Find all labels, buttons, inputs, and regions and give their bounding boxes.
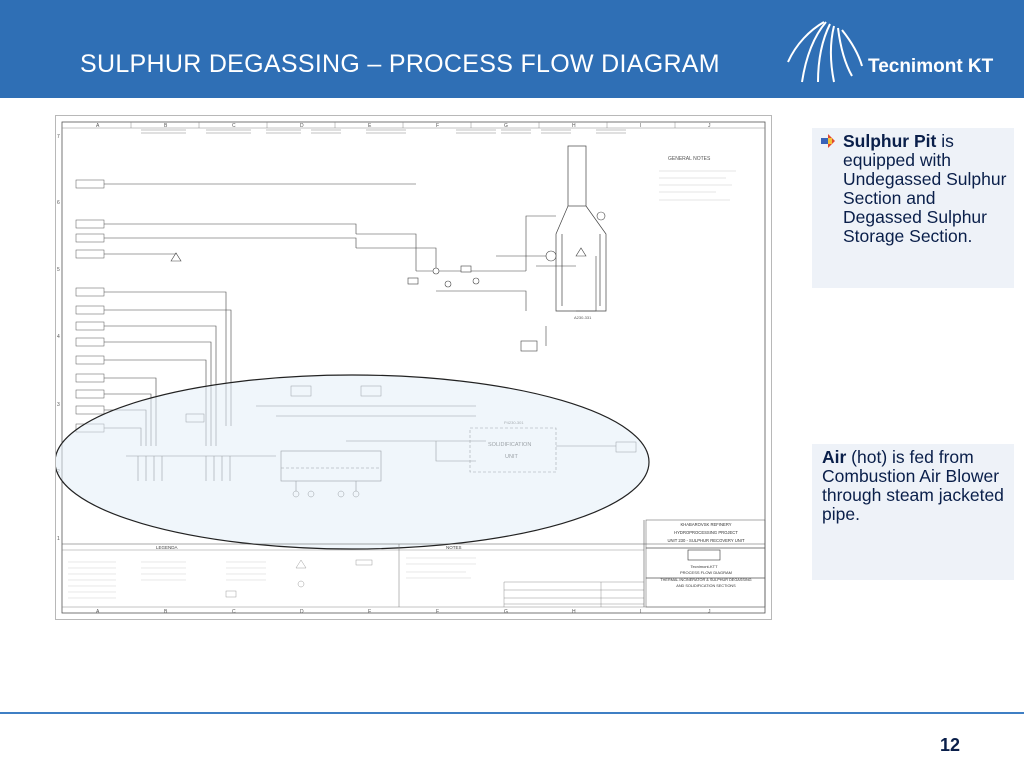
- drawing-title-2: THERMAL INCINERATOR & SULPHUR DEGASSING: [660, 578, 751, 582]
- grid-letter: E: [368, 609, 372, 615]
- title-line-2: HYDROPROCESSING PROJECT: [674, 530, 738, 535]
- legend-title: LEGENDA: [156, 545, 178, 550]
- grid-letter: I: [640, 123, 641, 129]
- grid-letter: I: [640, 609, 641, 615]
- pfd-schematic: A B C D E F G H I J A B C D E F G H I J …: [56, 121, 766, 615]
- callout-sulphur-pit: Sulphur Pit is equipped with Undegassed …: [812, 128, 1014, 288]
- grid-letter: F: [436, 609, 439, 615]
- callout-air-text: Air (hot) is fed from Combustion Air Blo…: [822, 448, 1007, 524]
- grid-letter: H: [572, 123, 576, 129]
- footer-rule: [0, 712, 1024, 714]
- grid-letter: C: [232, 609, 236, 615]
- grid-number: 7: [57, 134, 60, 140]
- title-line-3: UNIT 230 - SULPHUR RECOVERY UNIT: [667, 538, 744, 543]
- grid-letter: A: [96, 609, 100, 615]
- general-notes-title: GENERAL NOTES: [668, 156, 711, 162]
- tk-logo-text: Tecnimont-KTT: [690, 564, 718, 569]
- grid-number: 6: [57, 200, 60, 206]
- grid-letter: G: [504, 609, 508, 615]
- process-flow-drawing: A B C D E F G H I J A B C D E F G H I J …: [55, 115, 772, 620]
- callout-air: Air (hot) is fed from Combustion Air Blo…: [812, 444, 1014, 580]
- callout-bold-term: Sulphur Pit: [843, 131, 937, 151]
- logo-text: Tecnimont KT: [868, 56, 994, 77]
- tk-logo-icon: [687, 549, 721, 561]
- grid-letter: E: [368, 123, 372, 129]
- tecnimont-logo-icon: [787, 21, 863, 83]
- grid-letter: B: [164, 609, 168, 615]
- page-number: 12: [940, 735, 961, 755]
- bullet-icon: [821, 134, 835, 148]
- company-logo: Tecnimont KT: [780, 18, 1010, 88]
- grid-letter: F: [436, 123, 439, 129]
- grid-letter: D: [300, 123, 304, 129]
- grid-letter: D: [300, 609, 304, 615]
- grid-letter: J: [708, 609, 711, 615]
- callout-bold-term: Air: [822, 447, 847, 467]
- grid-letter: G: [504, 123, 508, 129]
- grid-number: 4: [57, 334, 60, 340]
- grid-number: 1: [57, 536, 60, 542]
- highlight-ellipse: [56, 374, 650, 550]
- callout-body: (hot) is fed from Combustion Air Blower …: [822, 447, 1004, 524]
- grid-letter: A: [96, 123, 100, 129]
- callout-sulphur-pit-text: Sulphur Pit is equipped with Undegassed …: [843, 132, 1011, 246]
- title-line-1: KHABAROVSK REFINERY: [680, 522, 731, 527]
- callout-body: is equipped with Undegassed Sulphur Sect…: [843, 131, 1007, 246]
- tank-tag: A230-331: [574, 315, 592, 320]
- drawing-title-1: PROCESS FLOW DIAGRAM: [680, 570, 732, 575]
- slide-title: SULPHUR DEGASSING – PROCESS FLOW DIAGRAM: [80, 50, 720, 78]
- grid-letter: H: [572, 609, 576, 615]
- grid-number: 5: [57, 267, 60, 273]
- grid-letter: B: [164, 123, 168, 129]
- grid-letter: J: [708, 123, 711, 129]
- notes-title: NOTES: [446, 545, 462, 550]
- drawing-title-3: AND SOLIDIFICATION SECTIONS: [676, 584, 736, 588]
- grid-number: 3: [57, 402, 60, 408]
- slide-header: SULPHUR DEGASSING – PROCESS FLOW DIAGRAM…: [0, 0, 1024, 98]
- grid-letter: C: [232, 123, 236, 129]
